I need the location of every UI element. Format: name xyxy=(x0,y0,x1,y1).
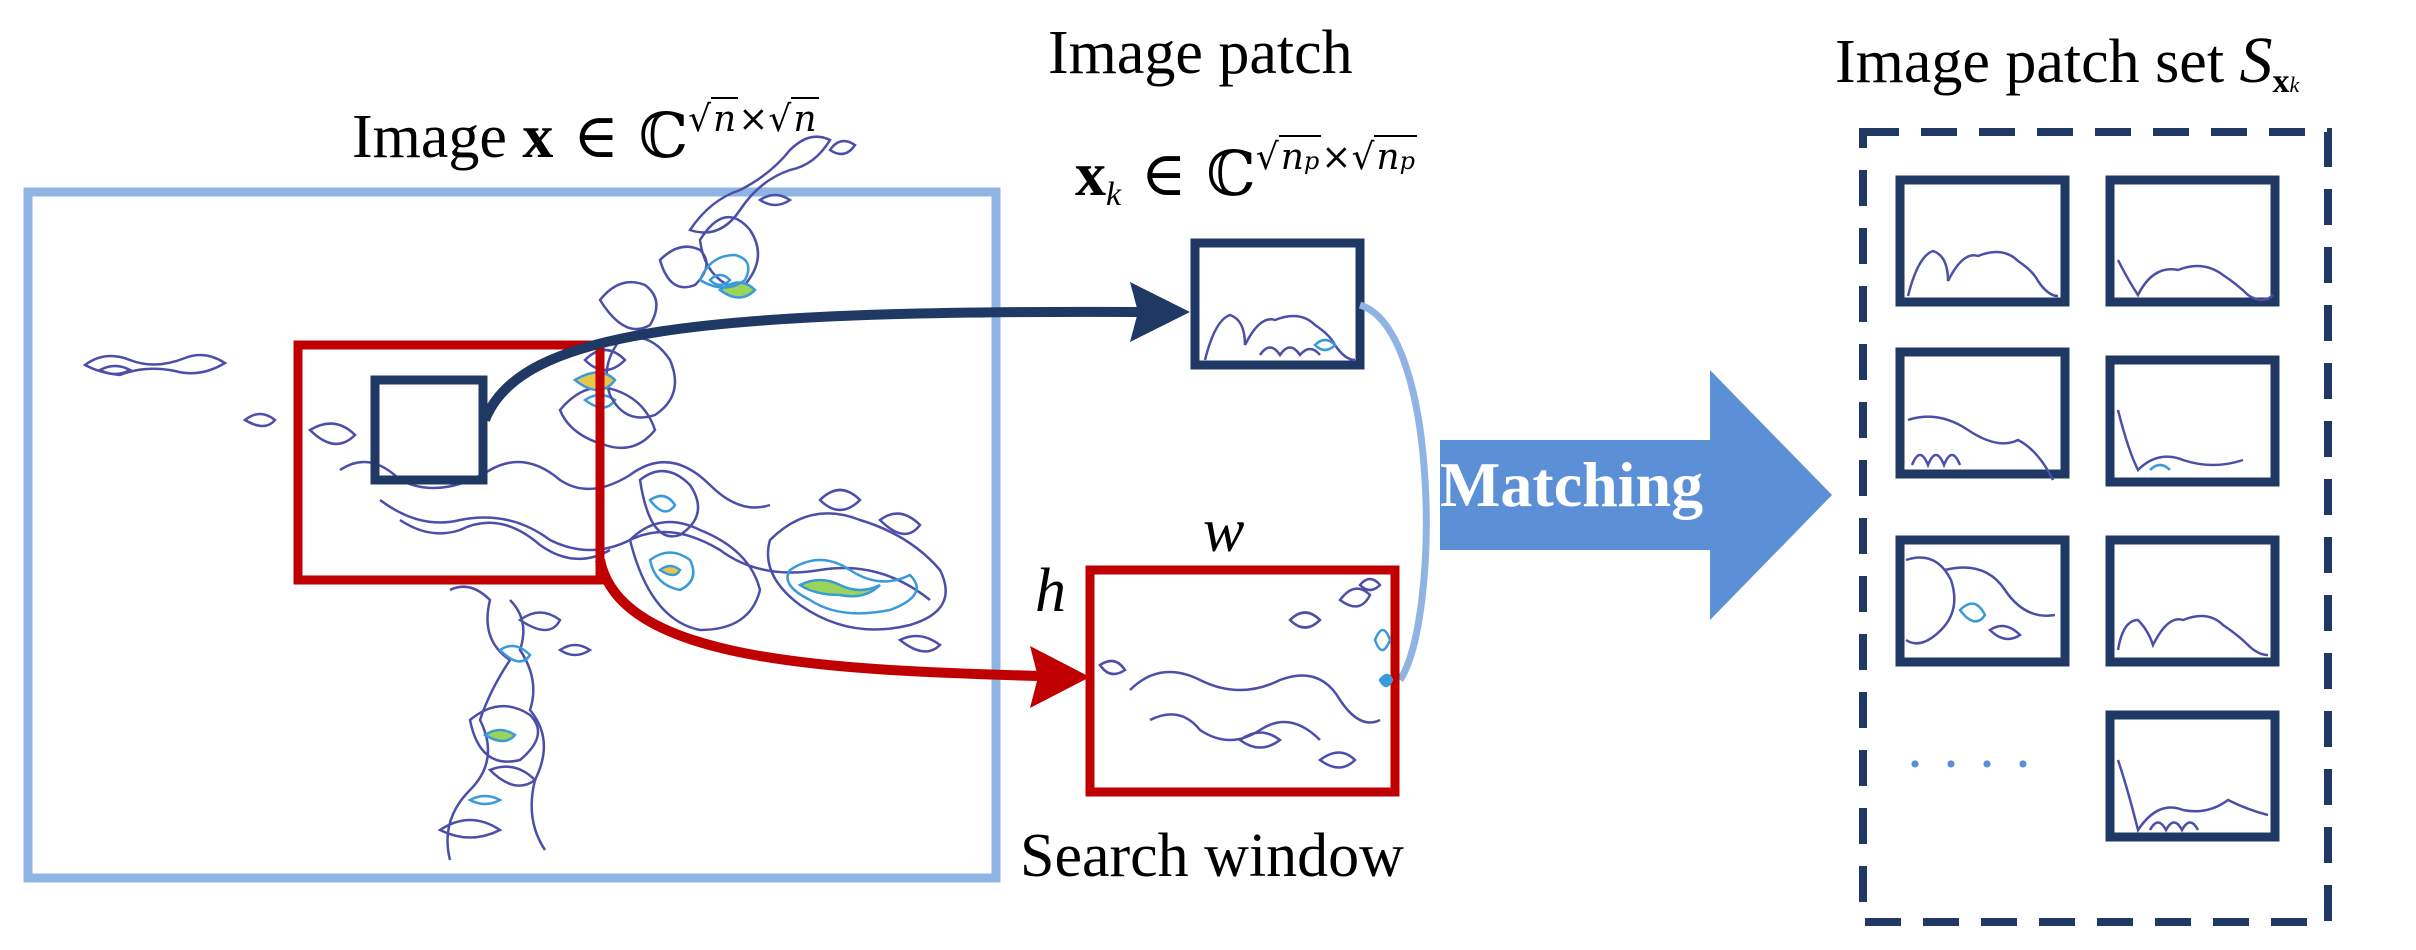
patch-set-prefix: Image patch set xyxy=(1835,28,2240,96)
set-patch-1 xyxy=(1895,175,2070,307)
patch-set-label: Image patch set Sxk xyxy=(1835,28,2299,99)
search-window-region xyxy=(293,340,605,585)
sqrt-symbol-4: √ xyxy=(1351,137,1375,178)
patch-title: Image patch xyxy=(1048,19,1353,87)
matching-label: Matching xyxy=(1440,449,1704,520)
search-window-contour xyxy=(1098,577,1394,769)
image-label-n2: n xyxy=(791,97,819,140)
patch-math: xk ∈ ℂ√np×√np xyxy=(1075,135,1417,213)
sqrt-symbol-1: √ xyxy=(688,99,712,140)
image-label-field: ℂ xyxy=(638,99,689,172)
set-patch-2 xyxy=(2105,175,2280,307)
patch-math-times: × xyxy=(1321,137,1352,178)
image-label-var: x xyxy=(522,103,554,171)
matching-arrow xyxy=(1440,370,1832,620)
search-window-label: Search window xyxy=(1020,822,1404,890)
patch-set-container xyxy=(1859,128,2332,926)
patch-set-sub-k: k xyxy=(2289,72,2300,97)
search-window-w: w xyxy=(1203,497,1245,565)
patch-math-sub: k xyxy=(1106,176,1122,213)
set-patch-6 xyxy=(2105,535,2280,667)
patch-math-n1: np xyxy=(1278,135,1322,178)
image-label-n1: n xyxy=(711,97,739,140)
search-window-h: h xyxy=(1035,557,1066,625)
patch-set-grid xyxy=(1895,175,2280,842)
set-patch-5 xyxy=(1895,535,2070,667)
image-label-times: × xyxy=(738,99,769,140)
patch-set-ellipsis: ···· xyxy=(1905,731,2049,797)
patch-arrow xyxy=(480,306,1141,422)
matching-connector xyxy=(1358,301,1430,682)
image-label: Image x ∈ ℂ√n×√n xyxy=(352,97,819,171)
patch-math-in: ∈ xyxy=(1121,137,1207,210)
patch-region xyxy=(370,375,488,485)
search-arrowhead xyxy=(1030,646,1090,708)
search-window-box xyxy=(1085,565,1400,797)
patch-arrowhead xyxy=(1130,282,1190,342)
extracted-patch xyxy=(1190,238,1365,370)
set-patch-3 xyxy=(1895,347,2070,481)
sqrt-symbol-2: √ xyxy=(768,99,792,140)
patch-set-var: S xyxy=(2239,24,2273,97)
search-arrow xyxy=(595,558,1041,681)
patch-math-field: ℂ xyxy=(1206,137,1256,210)
patch-math-var: x xyxy=(1075,141,1106,209)
contour-image xyxy=(82,135,947,861)
set-patch-4 xyxy=(2105,355,2280,487)
image-label-in: ∈ xyxy=(553,99,639,172)
image-frame xyxy=(23,187,1001,883)
patch-set-sub-var: x xyxy=(2272,63,2290,100)
set-patch-7 xyxy=(2105,710,2280,842)
image-label-prefix: Image xyxy=(352,103,523,171)
extracted-patch-contour xyxy=(1203,313,1356,362)
sqrt-symbol-3: √ xyxy=(1255,137,1279,178)
patch-math-n2: np xyxy=(1374,135,1417,178)
